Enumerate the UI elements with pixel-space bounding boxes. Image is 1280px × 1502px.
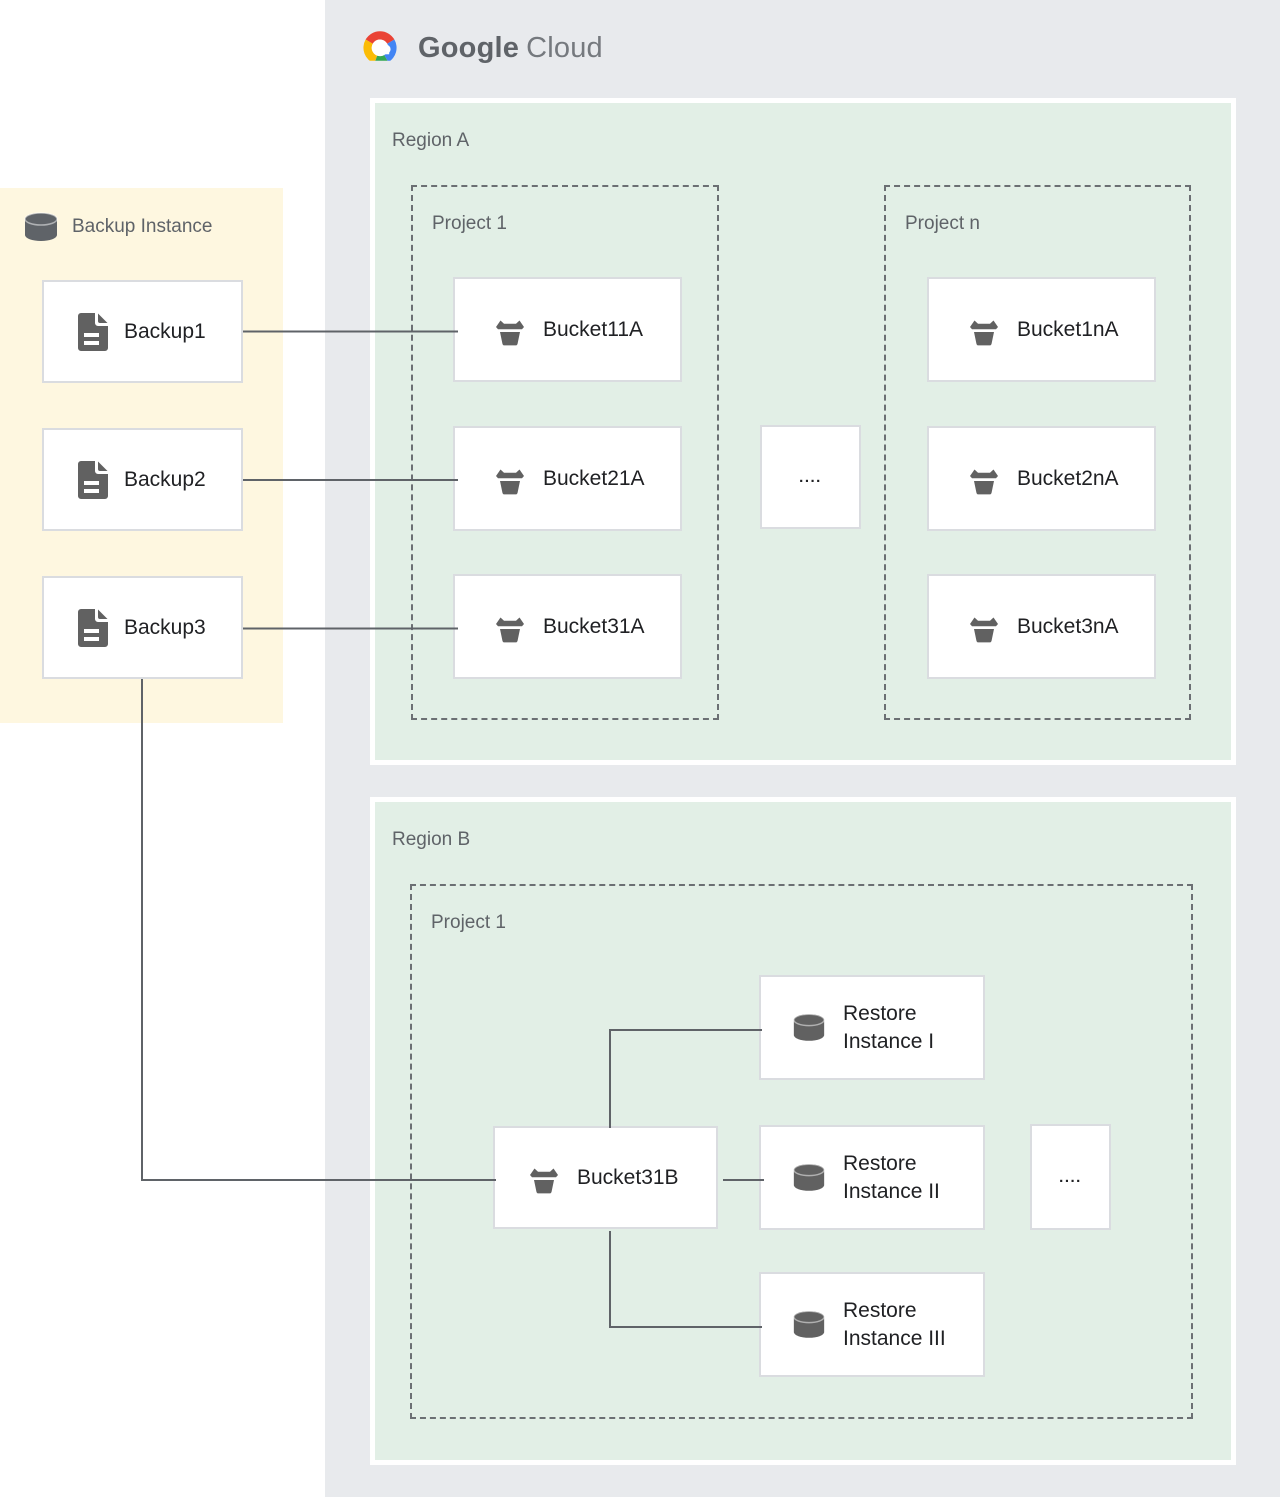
backup1-node: Backup1 xyxy=(42,280,243,383)
bucket-label: Bucket11A xyxy=(543,317,644,341)
storage-bucket-icon xyxy=(493,463,527,495)
storage-bucket-icon xyxy=(493,611,527,643)
backup3-node: Backup3 xyxy=(42,576,243,679)
more-projects-box: .... xyxy=(760,425,861,529)
bucket-label: Bucket2nA xyxy=(1017,466,1119,490)
backup-label: Backup1 xyxy=(124,319,206,343)
project-1b-label: Project 1 xyxy=(431,912,506,933)
file-document-icon xyxy=(75,312,109,352)
logo-product-text: Cloud xyxy=(526,32,603,64)
bucket1na-node: Bucket1nA xyxy=(927,277,1156,382)
bucket31b-node: Bucket31B xyxy=(493,1126,718,1229)
storage-bucket-icon xyxy=(967,314,1001,346)
database-icon xyxy=(791,1013,827,1042)
file-document-icon xyxy=(75,608,109,648)
restore-line1: Restore xyxy=(843,1001,917,1025)
bucket-label: Bucket31A xyxy=(543,614,645,638)
restore-line2: Instance III xyxy=(843,1326,946,1350)
bucket11a-node: Bucket11A xyxy=(453,277,682,382)
database-icon xyxy=(791,1163,827,1192)
project-1a-label: Project 1 xyxy=(432,213,507,234)
database-icon xyxy=(791,1310,827,1339)
bucket21a-node: Bucket21A xyxy=(453,426,682,531)
backup-instance-label-row: Backup Instance xyxy=(22,212,212,242)
project-1-region-a: Project 1 Bucket11A Bucket21A Bucket31A xyxy=(411,185,719,720)
project-n-region-a: Project n Bucket1nA Bucket2nA Bucket3nA xyxy=(884,185,1191,720)
region-a-label: Region A xyxy=(392,130,470,151)
file-document-icon xyxy=(75,460,109,500)
logo-brand-text: Google xyxy=(418,32,520,64)
restore-line2: Instance I xyxy=(843,1029,935,1053)
database-icon xyxy=(22,212,60,242)
google-cloud-icon xyxy=(357,27,403,70)
more-restore-instances-box: .... xyxy=(1030,1124,1111,1230)
bucket2na-node: Bucket2nA xyxy=(927,426,1156,531)
restore-line1: Restore xyxy=(843,1151,917,1175)
region-a: Region A Project 1 Bucket11A Bucket21A B… xyxy=(370,98,1236,765)
bucket3na-node: Bucket3nA xyxy=(927,574,1156,679)
bucket-label: Bucket1nA xyxy=(1017,317,1119,341)
storage-bucket-icon xyxy=(967,611,1001,643)
backup-instance-panel: Backup Instance Backup1 Backup2 Backup3 xyxy=(0,188,283,723)
backup2-node: Backup2 xyxy=(42,428,243,531)
ellipsis-text: .... xyxy=(799,468,822,486)
backup-label: Backup3 xyxy=(124,615,206,639)
restore-line2: Instance II xyxy=(843,1179,940,1203)
backup-instance-label: Backup Instance xyxy=(72,216,213,237)
ellipsis-text: .... xyxy=(1059,1168,1082,1186)
bucket-label: Bucket31B xyxy=(577,1165,679,1189)
backup-label: Backup2 xyxy=(124,467,206,491)
storage-bucket-icon xyxy=(527,1162,561,1194)
project-na-label: Project n xyxy=(905,213,980,234)
bucket-label: Bucket21A xyxy=(543,466,645,490)
restore-line1: Restore xyxy=(843,1298,917,1322)
storage-bucket-icon xyxy=(493,314,527,346)
bucket31a-node: Bucket31A xyxy=(453,574,682,679)
storage-bucket-icon xyxy=(967,463,1001,495)
region-b-label: Region B xyxy=(392,829,471,850)
bucket-label: Bucket3nA xyxy=(1017,614,1119,638)
